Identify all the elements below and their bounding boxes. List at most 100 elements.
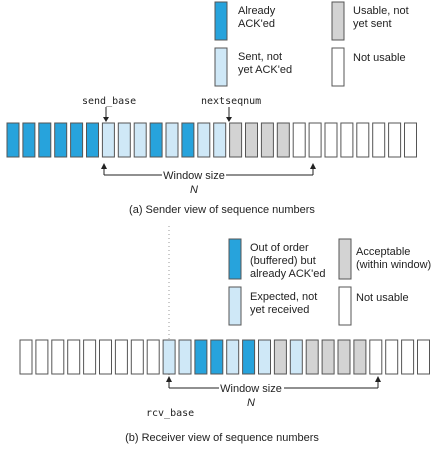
sender-seq-cell-2 <box>38 122 52 158</box>
sender-seq-cell-0 <box>6 122 20 158</box>
receiver-seq-cell-7 <box>130 339 144 375</box>
receiver-caption: (b) Receiver view of sequence numbers <box>125 432 319 444</box>
receiver-seq-cell-5 <box>99 339 112 375</box>
nextseqnum-arrowhead <box>226 117 232 122</box>
receiver-legend-acceptable-swatch <box>338 238 352 280</box>
sender-window-left-arrowhead <box>101 163 107 169</box>
sender-window-right-arrowhead <box>310 163 316 169</box>
receiver-seq-cell-22 <box>369 339 383 375</box>
receiver-legend-acked-line2: (buffered) but <box>250 255 316 267</box>
sender-legend-usable-line2: yet sent <box>353 18 392 30</box>
sender-legend-sent-line2: yet ACK'ed <box>238 64 292 76</box>
sender-legend-usable: Usable, not yet sent <box>331 1 409 41</box>
receiver-seq-cell-20 <box>337 339 351 375</box>
sender-seq-cell-22 <box>356 122 370 158</box>
sender-seq-cell-1 <box>22 122 36 158</box>
receiver-legend-acceptable-line1: Acceptable <box>356 246 410 258</box>
receiver-seq-cell-12 <box>210 339 224 375</box>
receiver-seq-cell-1 <box>35 339 49 375</box>
sender-seq-cell-18 <box>292 122 306 158</box>
send-base-label: send_base <box>82 96 136 107</box>
receiver-seq-cell-0 <box>19 339 33 375</box>
receiver-seq-cell-16 <box>273 339 287 375</box>
rcv-base-label: rcv_base <box>146 408 194 419</box>
receiver-legend-acked-line3: already ACK'ed <box>250 268 325 280</box>
sender-legend-acked-line2: ACK'ed <box>238 18 275 30</box>
sender-seq-cell-4 <box>70 122 84 158</box>
receiver-legend-acked: Out of order (buffered) but already ACK'… <box>228 238 325 280</box>
sender-legend-acked-line1: Already <box>238 5 276 17</box>
receiver-window-label: Window size <box>220 383 282 395</box>
sender-window-bracket: Window size N <box>101 163 316 196</box>
sender-legend-sent: Sent, not yet ACK'ed <box>214 47 292 87</box>
receiver-seq-cell-10 <box>178 339 192 375</box>
receiver-seq-cell-17 <box>289 339 303 375</box>
sender-seq-cell-5 <box>86 122 99 158</box>
sender-seq-cell-14 <box>229 122 243 158</box>
receiver-legend: Out of order (buffered) but already ACK'… <box>228 238 431 326</box>
receiver-sequence-row <box>19 339 430 375</box>
sender-seq-cell-24 <box>388 122 402 158</box>
receiver-seq-cell-19 <box>321 339 335 375</box>
sender-seq-cell-21 <box>340 122 354 158</box>
receiver-seq-cell-2 <box>51 339 65 375</box>
sender-seq-cell-13 <box>213 122 227 158</box>
sender-legend-acked: Already ACK'ed <box>214 1 276 41</box>
nextseqnum-label: nextseqnum <box>201 96 261 107</box>
sender-seq-cell-25 <box>404 122 417 158</box>
receiver-seq-cell-25 <box>417 339 430 375</box>
receiver-legend-expected-swatch <box>228 286 242 326</box>
sender-seq-cell-8 <box>133 122 147 158</box>
receiver-window-bracket: Window size N <box>166 376 381 409</box>
sender-seq-cell-20 <box>324 122 338 158</box>
receiver-seq-cell-24 <box>401 339 415 375</box>
sender-seq-cell-12 <box>197 122 211 158</box>
sender-seq-cell-3 <box>54 122 68 158</box>
receiver-seq-cell-23 <box>385 339 399 375</box>
receiver-seq-cell-15 <box>258 339 271 375</box>
receiver-seq-cell-6 <box>114 339 128 375</box>
receiver-legend-acceptable: Acceptable (within window) <box>338 238 431 280</box>
receiver-seq-cell-8 <box>146 339 160 375</box>
receiver-legend-notusable: Not usable <box>338 286 409 326</box>
sender-legend-usable-swatch <box>331 1 345 41</box>
sender-legend-sent-line1: Sent, not <box>238 51 282 63</box>
sender-window-symbol: N <box>190 184 198 196</box>
receiver-seq-cell-13 <box>226 339 240 375</box>
sender-legend-notusable-line1: Not usable <box>353 52 406 64</box>
sender-legend-usable-line1: Usable, not <box>353 5 409 17</box>
receiver-legend-notusable-swatch <box>338 286 352 326</box>
receiver-window-left-arrowhead <box>166 376 172 382</box>
receiver-window-symbol: N <box>247 397 255 409</box>
sender-caption: (a) Sender view of sequence numbers <box>129 204 315 216</box>
receiver-seq-cell-14 <box>242 339 256 375</box>
sender-legend-notusable: Not usable <box>331 47 406 87</box>
receiver-legend-expected-line1: Expected, not <box>250 291 317 303</box>
receiver-legend-expected: Expected, not yet received <box>228 286 317 326</box>
sender-legend-acked-swatch <box>214 1 228 41</box>
sender-seq-cell-11 <box>181 122 195 158</box>
sender-sequence-row <box>6 122 417 158</box>
receiver-legend-notusable-line1: Not usable <box>356 292 409 304</box>
receiver-seq-cell-11 <box>194 339 208 375</box>
sender-seq-cell-16 <box>260 122 274 158</box>
receiver-seq-cell-4 <box>83 339 97 375</box>
sender-window-label: Window size <box>163 170 225 182</box>
sender-legend-sent-swatch <box>214 47 228 87</box>
receiver-seq-cell-21 <box>353 339 367 375</box>
receiver-legend-acked-swatch <box>228 238 242 280</box>
receiver-seq-cell-18 <box>305 339 319 375</box>
receiver-legend-expected-line2: yet received <box>250 304 309 316</box>
send-base-arrowhead <box>103 117 109 122</box>
sender-seq-cell-19 <box>308 122 322 158</box>
receiver-legend-acceptable-line2: (within window) <box>356 259 431 271</box>
sender-seq-cell-7 <box>117 122 131 158</box>
sender-seq-cell-10 <box>165 122 179 158</box>
receiver-window-right-arrowhead <box>375 376 381 382</box>
sender-seq-cell-9 <box>149 122 163 158</box>
sender-legend: Already ACK'ed Usable, not yet sent Sent… <box>214 1 409 87</box>
sender-seq-cell-15 <box>245 122 258 158</box>
sender-seq-cell-17 <box>276 122 290 158</box>
